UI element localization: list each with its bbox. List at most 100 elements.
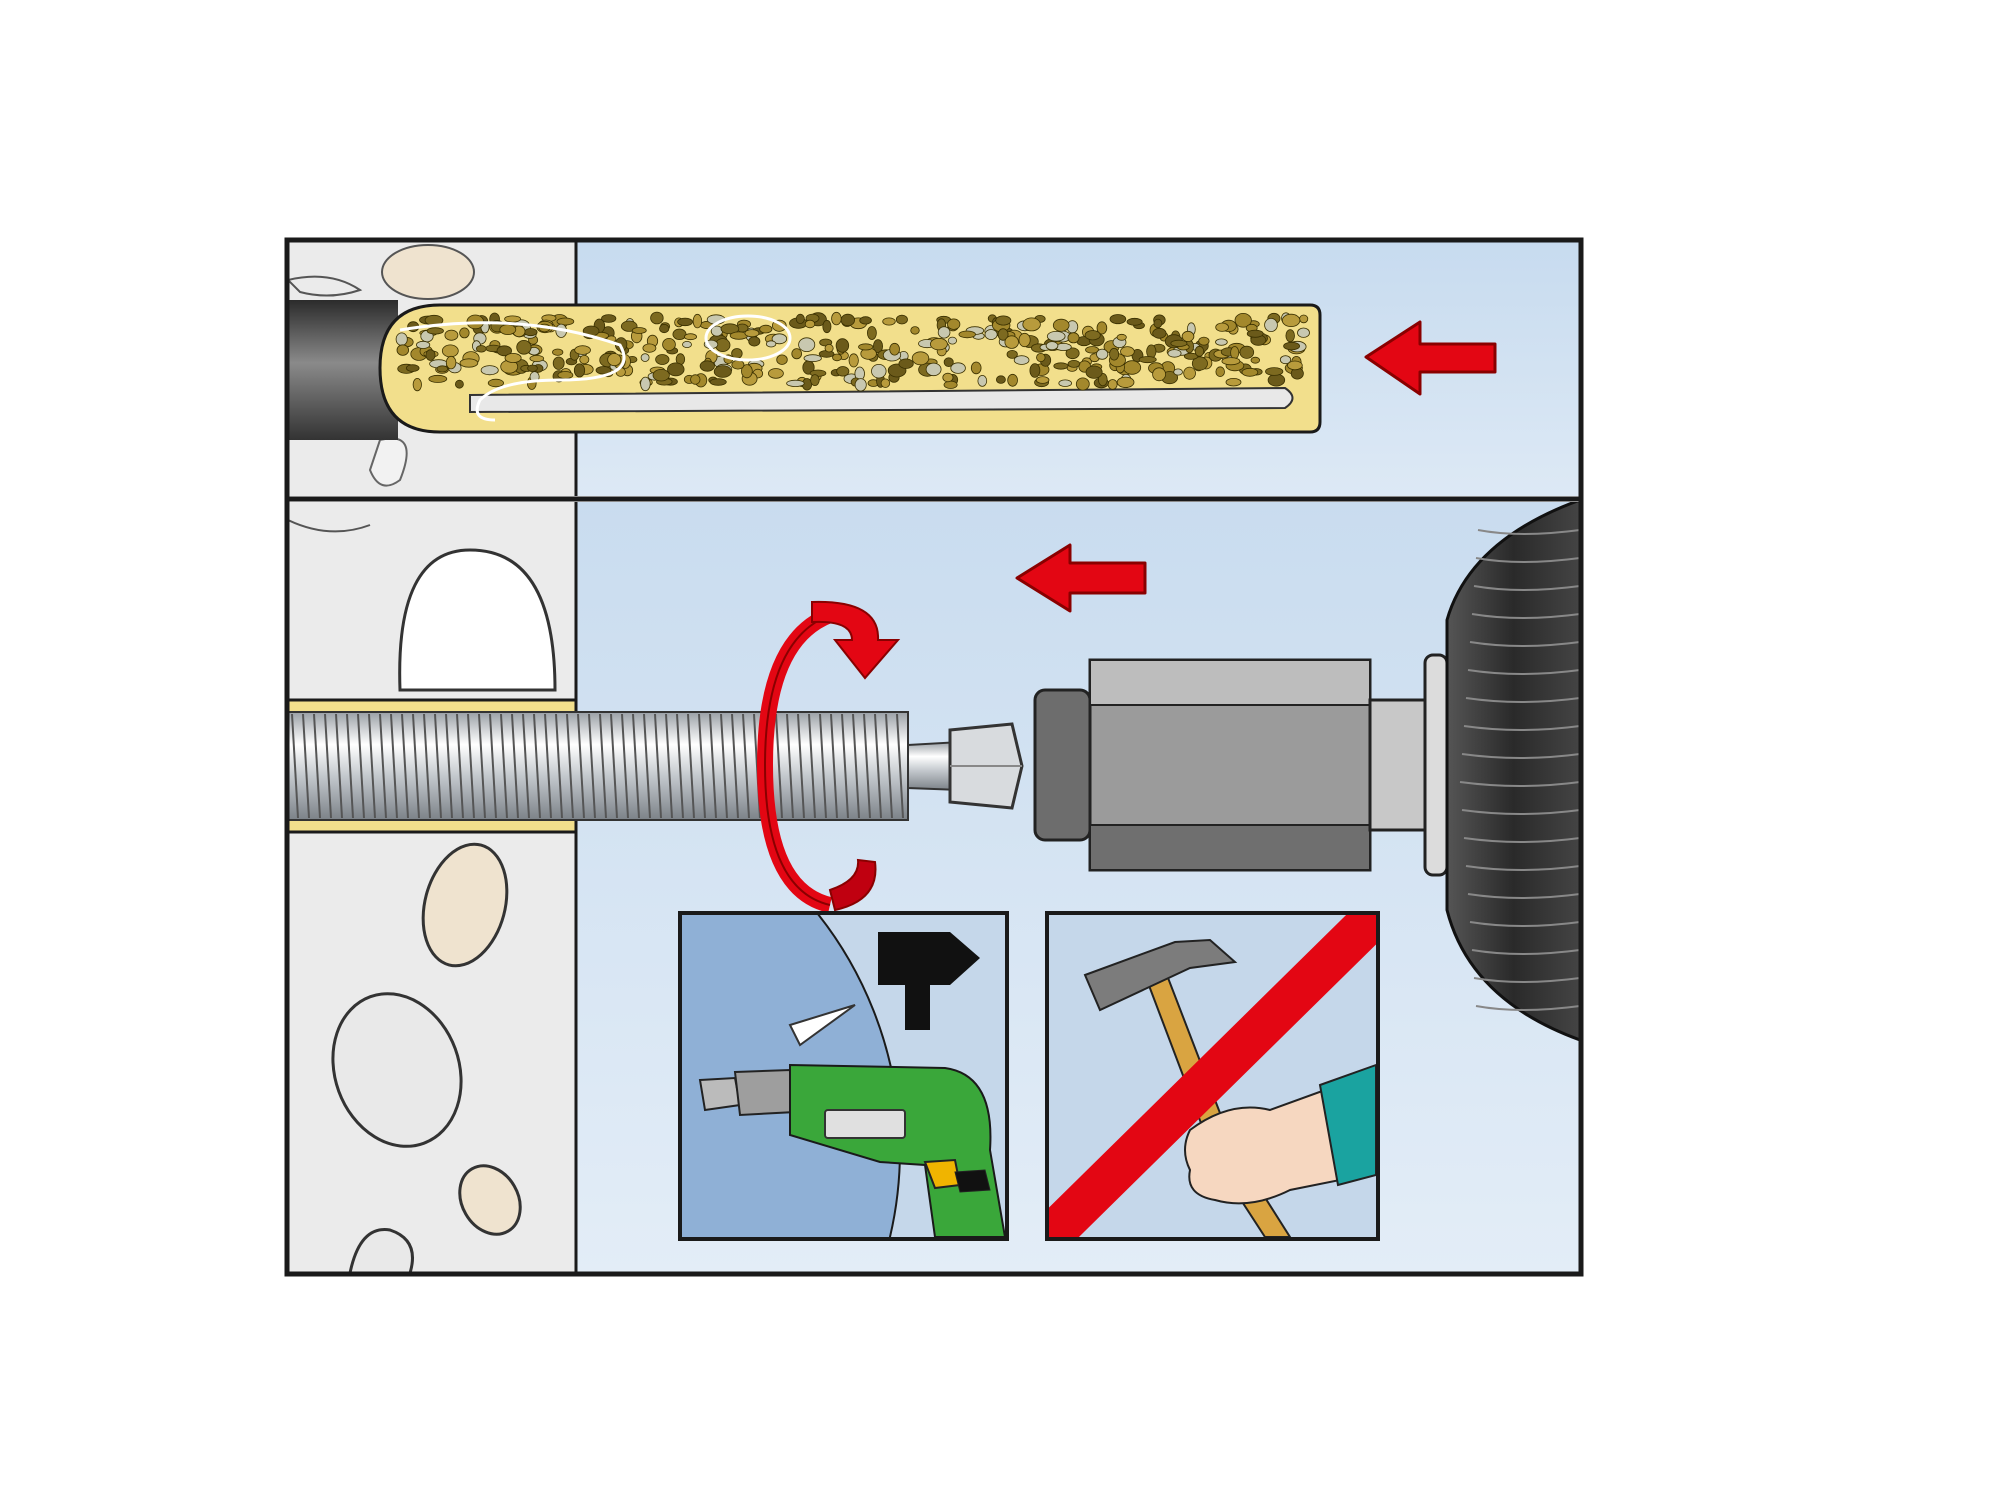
- setting-adapter: [1033, 653, 1449, 877]
- gravel-grain: [771, 333, 788, 345]
- gravel-grain: [650, 311, 664, 325]
- threaded-rod: [288, 711, 961, 821]
- gravel-grain: [699, 360, 715, 372]
- gravel-grain: [898, 358, 914, 369]
- gravel-grain: [1018, 332, 1031, 348]
- gravel-grain: [1109, 347, 1120, 361]
- gravel-grain: [1006, 349, 1018, 359]
- panel-drive-threaded-rod: [288, 502, 1580, 1273]
- thread-line: [841, 713, 849, 819]
- gravel-grain: [1152, 327, 1167, 339]
- thread-line: [423, 713, 431, 819]
- drill-chuck: [1445, 502, 1580, 1042]
- thread-line: [742, 713, 750, 819]
- gravel-grain: [1075, 377, 1090, 391]
- gravel-grain: [1287, 360, 1303, 371]
- thread-line: [544, 713, 552, 819]
- gravel-grain: [595, 366, 612, 375]
- gravel-grain: [1299, 314, 1309, 324]
- gravel-grain: [835, 338, 850, 353]
- gravel-grain: [895, 314, 908, 325]
- thread-line: [863, 713, 871, 819]
- gravel-grain: [720, 323, 740, 335]
- gravel-grain: [731, 348, 743, 359]
- thread-line: [819, 713, 827, 819]
- thread-line: [654, 713, 662, 819]
- thread-line: [401, 713, 409, 819]
- thread-line: [885, 713, 893, 819]
- thread-line: [489, 713, 497, 819]
- thread-line: [610, 713, 618, 819]
- stone: [421, 842, 509, 968]
- chuck-rib: [1465, 697, 1580, 703]
- chuck-rib: [1463, 725, 1580, 731]
- resin-capsule: [378, 303, 1322, 434]
- gravel-grain: [943, 380, 958, 389]
- gravel-grain: [942, 372, 954, 383]
- thread-line: [709, 713, 717, 819]
- insert-direction-arrow: [1015, 543, 1147, 613]
- gravel-grain: [692, 313, 703, 329]
- gravel-grain: [1250, 356, 1261, 364]
- thread-line: [621, 713, 629, 819]
- gravel-grain: [475, 345, 487, 353]
- gravel-grain: [396, 344, 410, 356]
- spark-icon: [788, 1004, 856, 1047]
- gravel-grain: [1281, 313, 1301, 327]
- gravel-grain: [759, 324, 773, 334]
- wall-section: [288, 502, 578, 1273]
- gravel-grain: [810, 374, 820, 387]
- stone: [331, 992, 463, 1148]
- gravel-grain: [970, 361, 982, 375]
- gravel-grain: [527, 364, 538, 372]
- gravel-grain: [1045, 341, 1059, 351]
- chuck-rib: [1461, 753, 1580, 759]
- gravel-grain: [574, 345, 591, 355]
- gravel-grain: [454, 379, 464, 389]
- gravel-grain: [504, 352, 522, 363]
- gravel-grain: [1052, 318, 1070, 332]
- gravel-grain: [848, 353, 859, 368]
- gravel-grain: [1058, 379, 1072, 387]
- gravel-grain: [925, 362, 942, 377]
- gravel-grain: [1098, 372, 1108, 387]
- gravel-grain: [795, 313, 805, 324]
- gravel-grain: [415, 340, 431, 349]
- thread-line: [808, 713, 816, 819]
- gravel-grain: [798, 337, 816, 353]
- gravel-grain: [1234, 312, 1252, 328]
- thread-line: [775, 713, 783, 819]
- gravel-grain: [573, 363, 586, 378]
- gravel-grain: [840, 313, 856, 327]
- thread-line: [500, 713, 508, 819]
- thread-line: [577, 713, 585, 819]
- chuck-rib: [1461, 809, 1580, 815]
- gravel-grain: [731, 359, 745, 370]
- gravel-grain: [1109, 314, 1127, 325]
- gravel-grain: [642, 343, 657, 353]
- gravel-grain: [436, 365, 449, 373]
- gravel-grain: [804, 319, 816, 329]
- gravel-grain: [690, 374, 701, 385]
- gravel-grain: [662, 337, 676, 351]
- hammer-drill-mode-icon: [878, 932, 980, 1030]
- gravel-grain: [943, 357, 954, 368]
- gravel-grain: [867, 326, 877, 340]
- gravel-grain: [395, 332, 408, 346]
- gravel-grain: [1285, 329, 1295, 343]
- gravel-grain: [1215, 322, 1229, 332]
- gravel-grain: [667, 362, 685, 377]
- gravel-grain: [882, 317, 896, 326]
- chuck-rib: [1465, 865, 1580, 871]
- gravel-grain: [426, 327, 444, 335]
- gravel-grain: [786, 379, 805, 387]
- chuck-rib: [1473, 977, 1580, 983]
- thread-line: [676, 713, 684, 819]
- thread-line: [786, 713, 794, 819]
- gravel-grain: [1120, 346, 1135, 357]
- gravel-grain: [713, 365, 732, 378]
- gravel-grain: [459, 327, 470, 339]
- panel-insert-capsule: [288, 241, 1580, 496]
- gravel-grain: [1167, 349, 1182, 358]
- gravel-grain: [459, 358, 479, 368]
